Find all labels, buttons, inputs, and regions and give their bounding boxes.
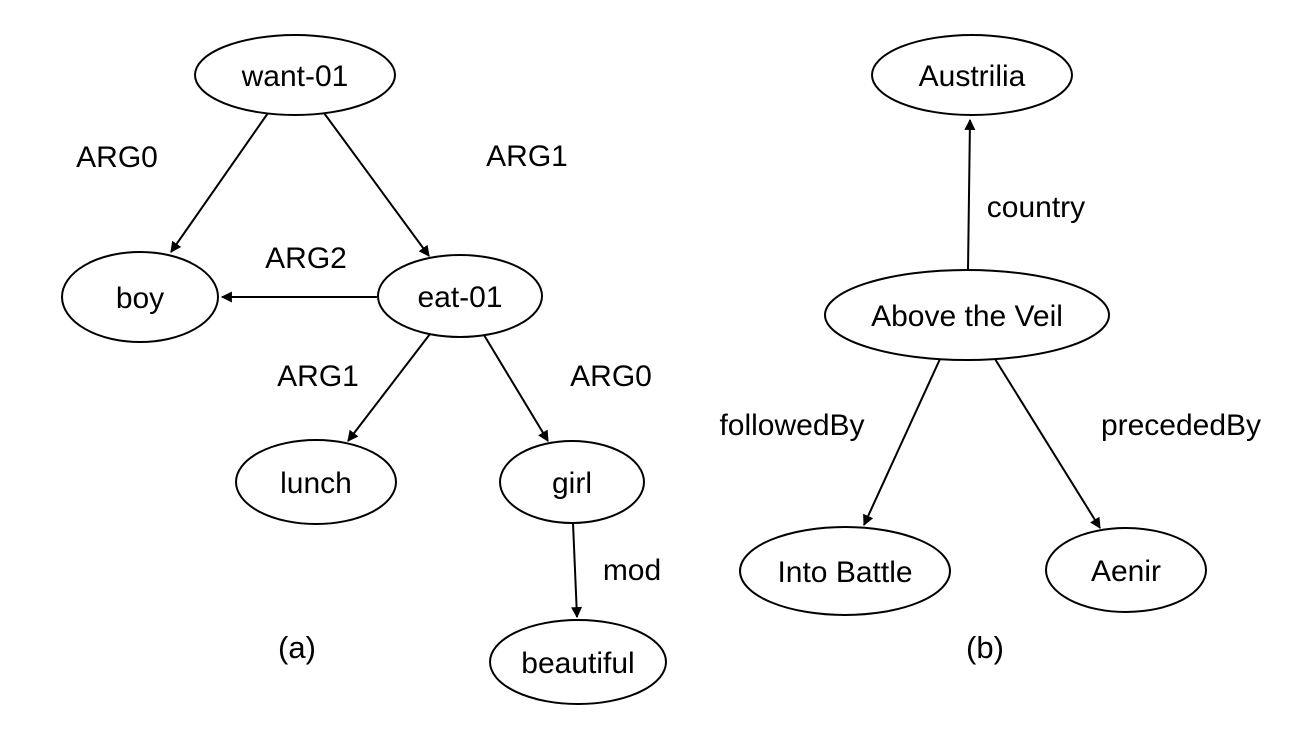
edge-label-precededby: precededBy xyxy=(1101,409,1261,442)
node-boy-label: boy xyxy=(116,282,164,315)
node-into-battle-label: Into Battle xyxy=(777,556,912,589)
node-into-battle: Into Battle xyxy=(739,526,951,616)
node-above-the-veil: Above the Veil xyxy=(824,269,1110,361)
node-lunch: lunch xyxy=(235,439,397,525)
panel-a-caption: (a) xyxy=(278,630,316,665)
edge-label-arg0-want-boy: ARG0 xyxy=(76,141,158,174)
edge-girl-beautiful-arrow xyxy=(571,522,583,619)
edge-veil-aenir-arrow xyxy=(994,358,1101,529)
edge-label-mod-girl-beautiful: mod xyxy=(603,554,661,587)
node-eat-01: eat-01 xyxy=(377,254,543,338)
node-aenir-label: Aenir xyxy=(1091,555,1161,588)
edge-label-arg1-eat-lunch: ARG1 xyxy=(277,360,359,393)
panel-a: ARG0 ARG1 ARG2 ARG1 ARG0 mod want-01 boy… xyxy=(61,34,667,705)
edge-veil-intobattle-arrow xyxy=(863,358,941,527)
panel-b-caption: (b) xyxy=(966,630,1004,665)
node-beautiful: beautiful xyxy=(489,619,667,705)
node-austrilia-label: Austrilia xyxy=(919,60,1026,93)
panel-b: country followedBy precededBy Austrilia … xyxy=(719,34,1261,665)
node-beautiful-label: beautiful xyxy=(521,647,634,680)
edge-eat-lunch-arrow xyxy=(347,333,431,442)
edge-label-country: country xyxy=(987,191,1085,224)
edge-veil-austrilia-arrow xyxy=(964,118,976,271)
edge-label-arg1-want-eat: ARG1 xyxy=(486,140,568,173)
edge-label-followedby: followedBy xyxy=(719,409,864,442)
edge-eat-girl-arrow xyxy=(483,334,549,442)
node-want-01: want-01 xyxy=(194,34,396,116)
node-aenir: Aenir xyxy=(1045,527,1207,613)
node-girl-label: girl xyxy=(552,467,592,500)
node-want-01-label: want-01 xyxy=(241,60,349,93)
node-boy: boy xyxy=(61,251,219,343)
edge-want-eat-arrow xyxy=(323,112,430,257)
edge-label-arg0-eat-girl: ARG0 xyxy=(570,360,652,393)
node-above-the-veil-label: Above the Veil xyxy=(871,300,1063,333)
edge-want-boy-arrow xyxy=(170,112,269,253)
node-girl: girl xyxy=(499,440,645,524)
node-lunch-label: lunch xyxy=(280,467,352,500)
node-eat-01-label: eat-01 xyxy=(417,281,502,314)
node-austrilia: Austrilia xyxy=(871,34,1073,116)
edge-label-arg2-eat-boy: ARG2 xyxy=(265,242,347,275)
